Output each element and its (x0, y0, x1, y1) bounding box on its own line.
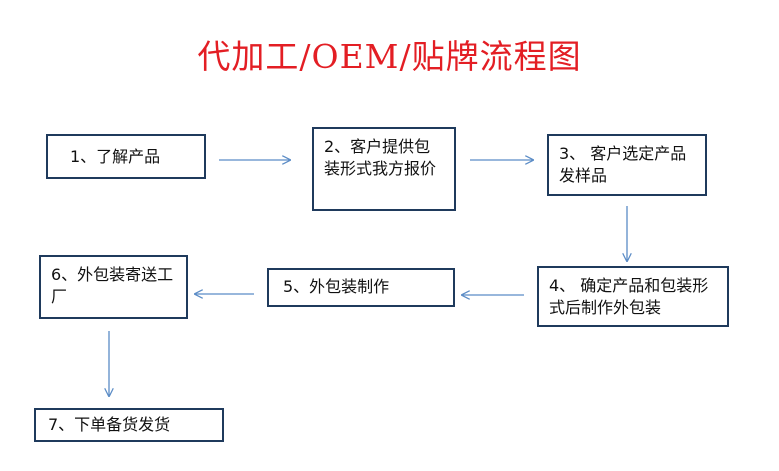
diagram-title: 代加工/OEM/贴牌流程图 (197, 37, 582, 76)
step-2-box: 2、客户提供包装形式我方报价 (312, 127, 456, 211)
step-7-box: 7、下单备货发货 (34, 408, 224, 442)
step-6-label: 6、外包装寄送工厂 (51, 265, 174, 306)
step-1-box: 1、了解产品 (46, 134, 206, 179)
step-4-label: 4、 确定产品和包装形式后制作外包装 (549, 276, 709, 317)
step-5-label: 5、外包装制作 (283, 277, 390, 296)
step-3-label: 3、 客户选定产品发样品 (559, 144, 687, 185)
step-5-box: 5、外包装制作 (267, 268, 455, 307)
step-4-box: 4、 确定产品和包装形式后制作外包装 (537, 266, 729, 327)
step-1-label: 1、了解产品 (70, 147, 161, 166)
step-7-label: 7、下单备货发货 (48, 415, 171, 434)
step-3-box: 3、 客户选定产品发样品 (547, 134, 707, 196)
step-6-box: 6、外包装寄送工厂 (39, 255, 188, 319)
step-2-label: 2、客户提供包装形式我方报价 (324, 137, 437, 178)
